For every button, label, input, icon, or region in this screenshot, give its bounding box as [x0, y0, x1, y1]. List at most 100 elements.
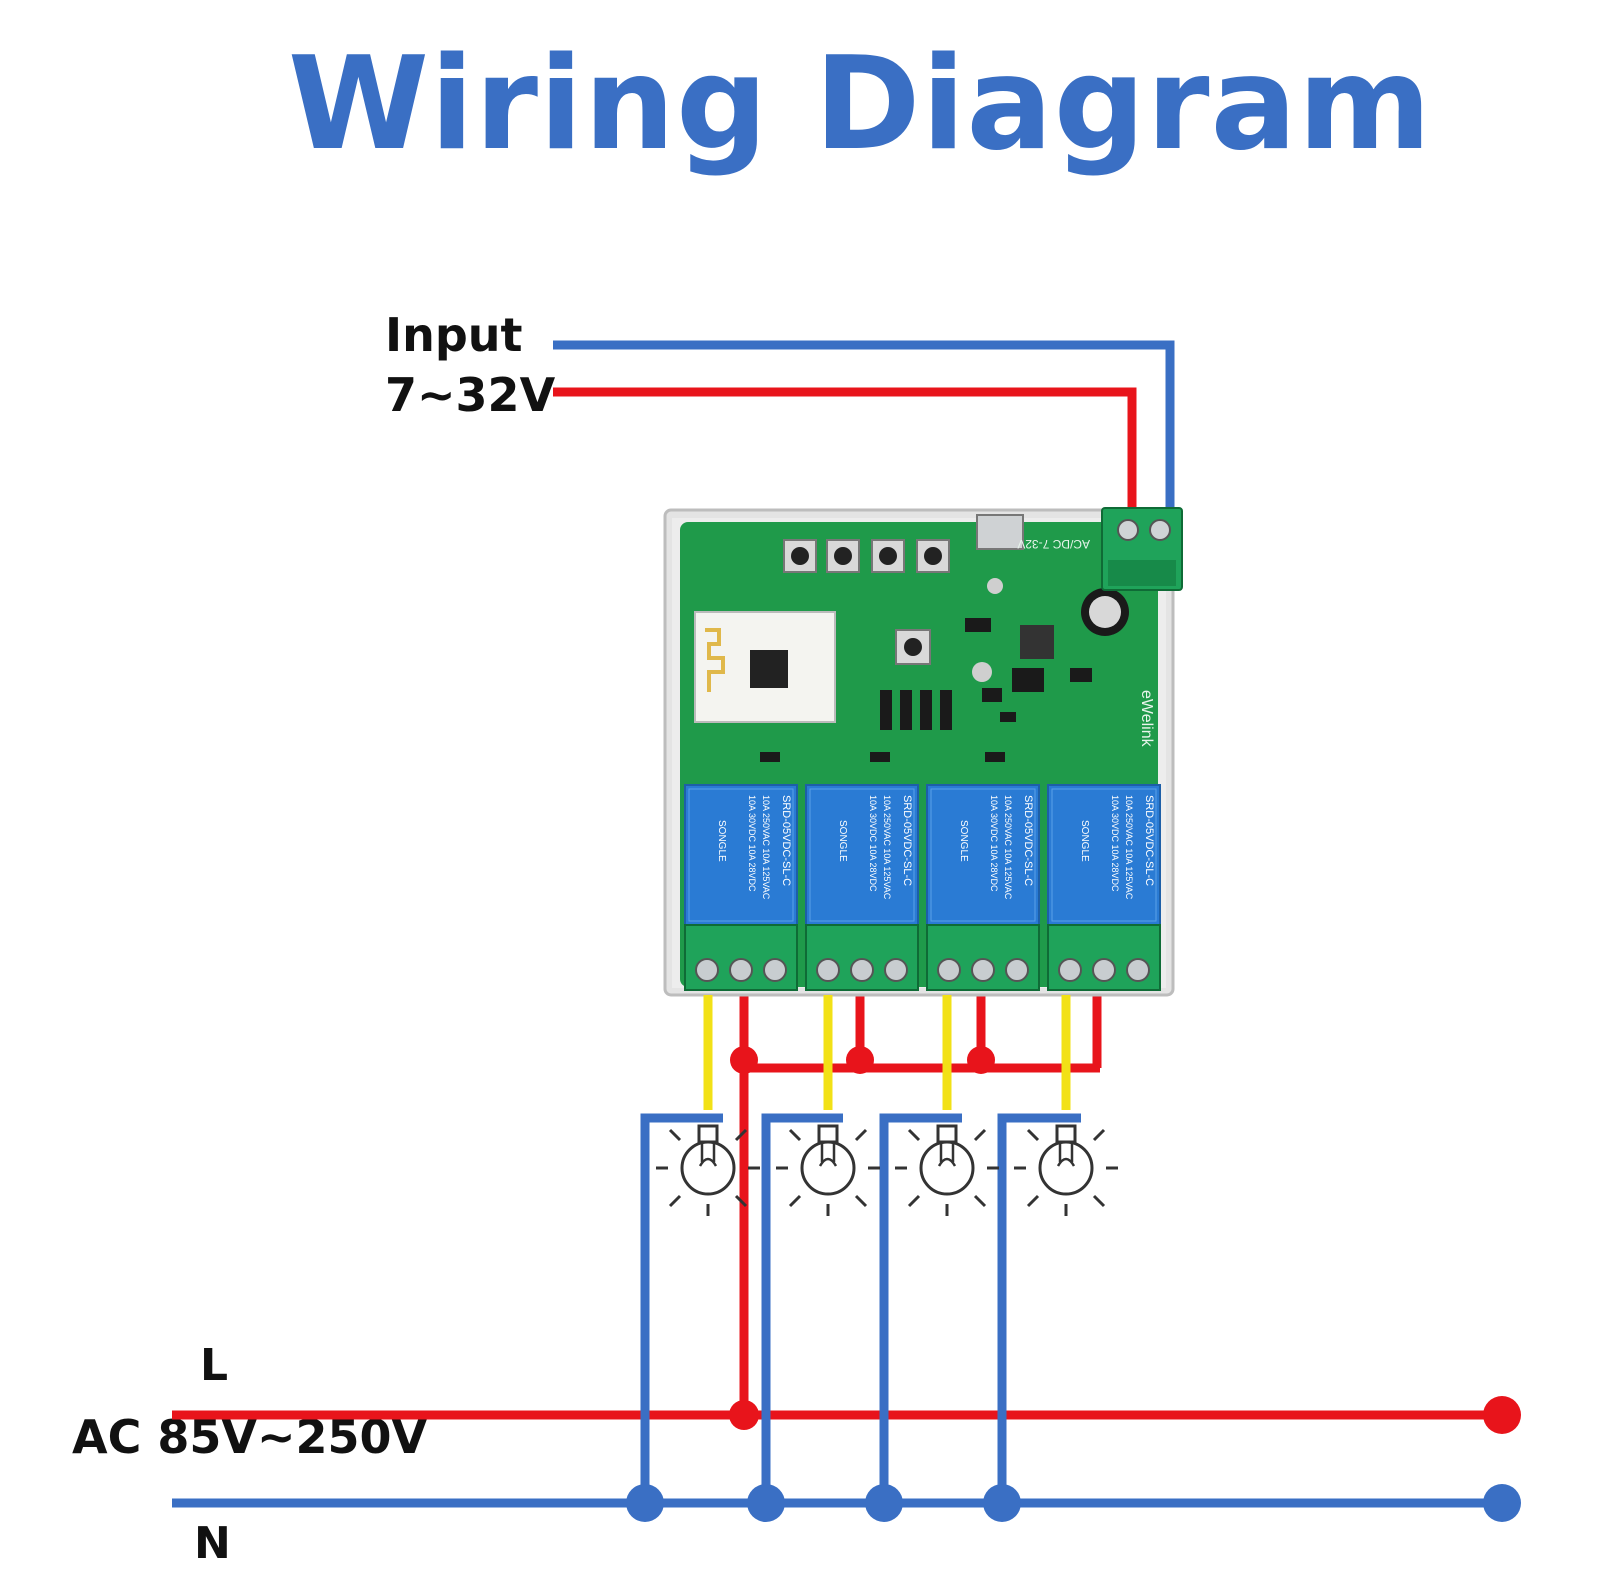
wifi-antenna: [705, 628, 725, 692]
usb-port: [976, 514, 1024, 550]
neutral-junction-dot: [865, 1484, 903, 1522]
neutral-return-wire-4: [997, 1113, 1081, 1503]
load-terminal-block-3: [926, 924, 1040, 991]
bulb-ray: [907, 1194, 921, 1208]
relay-edge: [688, 788, 794, 922]
smd-component: [900, 690, 912, 730]
inductor: [1020, 625, 1054, 659]
bulb-ray: [1026, 1128, 1040, 1142]
neutral-junction-dot: [747, 1484, 785, 1522]
bulb-base: [697, 1124, 719, 1144]
relay-brand: SONGLE: [716, 820, 727, 862]
terminal-screw: [1005, 958, 1029, 982]
smd-component: [870, 752, 890, 762]
light-bulbs: [656, 1124, 1118, 1216]
bulb-ray: [1026, 1194, 1040, 1208]
smd-component: [760, 752, 780, 762]
relay-rating: 10A 30VDC 10A 28VDC: [989, 795, 999, 892]
bulb-filament: [698, 1142, 718, 1167]
pcb-components: [694, 514, 1129, 762]
smd-component: [1012, 668, 1044, 692]
live-terminal-dot: [1483, 1396, 1521, 1434]
load-terminal-block-1: [684, 924, 798, 991]
terminal-screw: [937, 958, 961, 982]
bulb-filament: [1056, 1142, 1076, 1167]
live-line-label: L: [200, 1340, 229, 1391]
led: [972, 662, 992, 682]
push-button-cap: [834, 547, 852, 565]
bulb-ray: [668, 1128, 682, 1142]
relay-2: SRD-05VDC-SL-C 10A 250VAC 10A 125VAC 10A 3…: [805, 784, 919, 926]
bulb-base: [936, 1124, 958, 1144]
bulb-ray: [907, 1128, 921, 1142]
wires-front: [703, 995, 1071, 1110]
relay-brand: SONGLE: [837, 820, 848, 862]
terminal-screw: [763, 958, 787, 982]
relay-rating: 10A 250VAC 10A 125VAC: [1124, 795, 1134, 900]
terminal-screw: [816, 958, 840, 982]
terminal-screw: [971, 958, 995, 982]
power-terminal-screw: [1117, 519, 1139, 541]
relay-marking: SRD-05VDC-SL-C: [901, 795, 913, 886]
smd-component: [920, 690, 932, 730]
neutral-terminal-dot: [1483, 1484, 1521, 1522]
light-bulb-icon: [776, 1124, 880, 1216]
relay-module-board: SRD-05VDC-SL-C 10A 250VAC 10A 125VAC 10A 3…: [663, 507, 1183, 997]
brand-text: eWelink: [1138, 690, 1155, 748]
bulb-ray: [1092, 1128, 1106, 1142]
load-terminals: [684, 924, 1161, 991]
bulb-globe: [680, 1140, 736, 1196]
capacitor-top: [1089, 596, 1121, 628]
smd-component: [1000, 712, 1016, 722]
smd-component: [1070, 668, 1092, 682]
relay-body: [926, 784, 1040, 926]
bulb-ray: [1092, 1194, 1106, 1208]
neutral-line-label: N: [194, 1518, 231, 1569]
relay-rating: 10A 30VDC 10A 28VDC: [1110, 795, 1120, 892]
wifi-chip: [750, 650, 788, 688]
bulb-filament: [818, 1142, 838, 1167]
terminal-screw: [1126, 958, 1150, 982]
neutral-return-wire-1: [640, 1113, 723, 1503]
terminal-screw: [1058, 958, 1082, 982]
junction-dots: [626, 1046, 1521, 1522]
light-bulb-icon: [1014, 1124, 1118, 1216]
smd-component: [940, 690, 952, 730]
bulb-ray: [854, 1194, 868, 1208]
bulb-ray: [788, 1194, 802, 1208]
terminal-screw: [729, 958, 753, 982]
relay-marking: SRD-05VDC-SL-C: [1143, 795, 1155, 886]
bulb-globe: [919, 1140, 975, 1196]
relay-marking: SRD-05VDC-SL-C: [1022, 795, 1034, 886]
input-label-line1: Input: [385, 308, 523, 362]
bulb-ray: [973, 1128, 987, 1142]
bulb-ray: [734, 1194, 748, 1208]
relay-rating: 10A 30VDC 10A 28VDC: [747, 795, 757, 892]
neutral-junction-dot: [626, 1484, 664, 1522]
bulb-ray: [854, 1128, 868, 1142]
smd-component: [965, 618, 991, 632]
relay-3: SRD-05VDC-SL-C 10A 250VAC 10A 125VAC 10A 3…: [926, 784, 1040, 926]
relay-rating: 10A 30VDC 10A 28VDC: [868, 795, 878, 892]
smd-component: [880, 690, 892, 730]
relay-body: [1047, 784, 1161, 926]
bulb-globe: [1038, 1140, 1094, 1196]
power-terminal-block: [1101, 507, 1183, 591]
pair-button-cap: [904, 638, 922, 656]
bulb-ray: [788, 1128, 802, 1142]
relay-rating: 10A 250VAC 10A 125VAC: [761, 795, 771, 900]
relay-rating: 10A 250VAC 10A 125VAC: [882, 795, 892, 900]
neutral-junction-dot: [983, 1484, 1021, 1522]
push-button-cap: [791, 547, 809, 565]
input-positive-wire: [553, 387, 1137, 528]
live-junction-dot: [729, 1400, 759, 1430]
smd-component: [982, 688, 1002, 702]
live-bus-dot: [730, 1046, 758, 1074]
bulb-ray: [734, 1128, 748, 1142]
terminal-screw: [1092, 958, 1116, 982]
terminal-screw: [695, 958, 719, 982]
relay-brand: SONGLE: [1079, 820, 1090, 862]
relay-rating: 10A 250VAC 10A 125VAC: [1003, 795, 1013, 900]
relay-edge: [1051, 788, 1157, 922]
